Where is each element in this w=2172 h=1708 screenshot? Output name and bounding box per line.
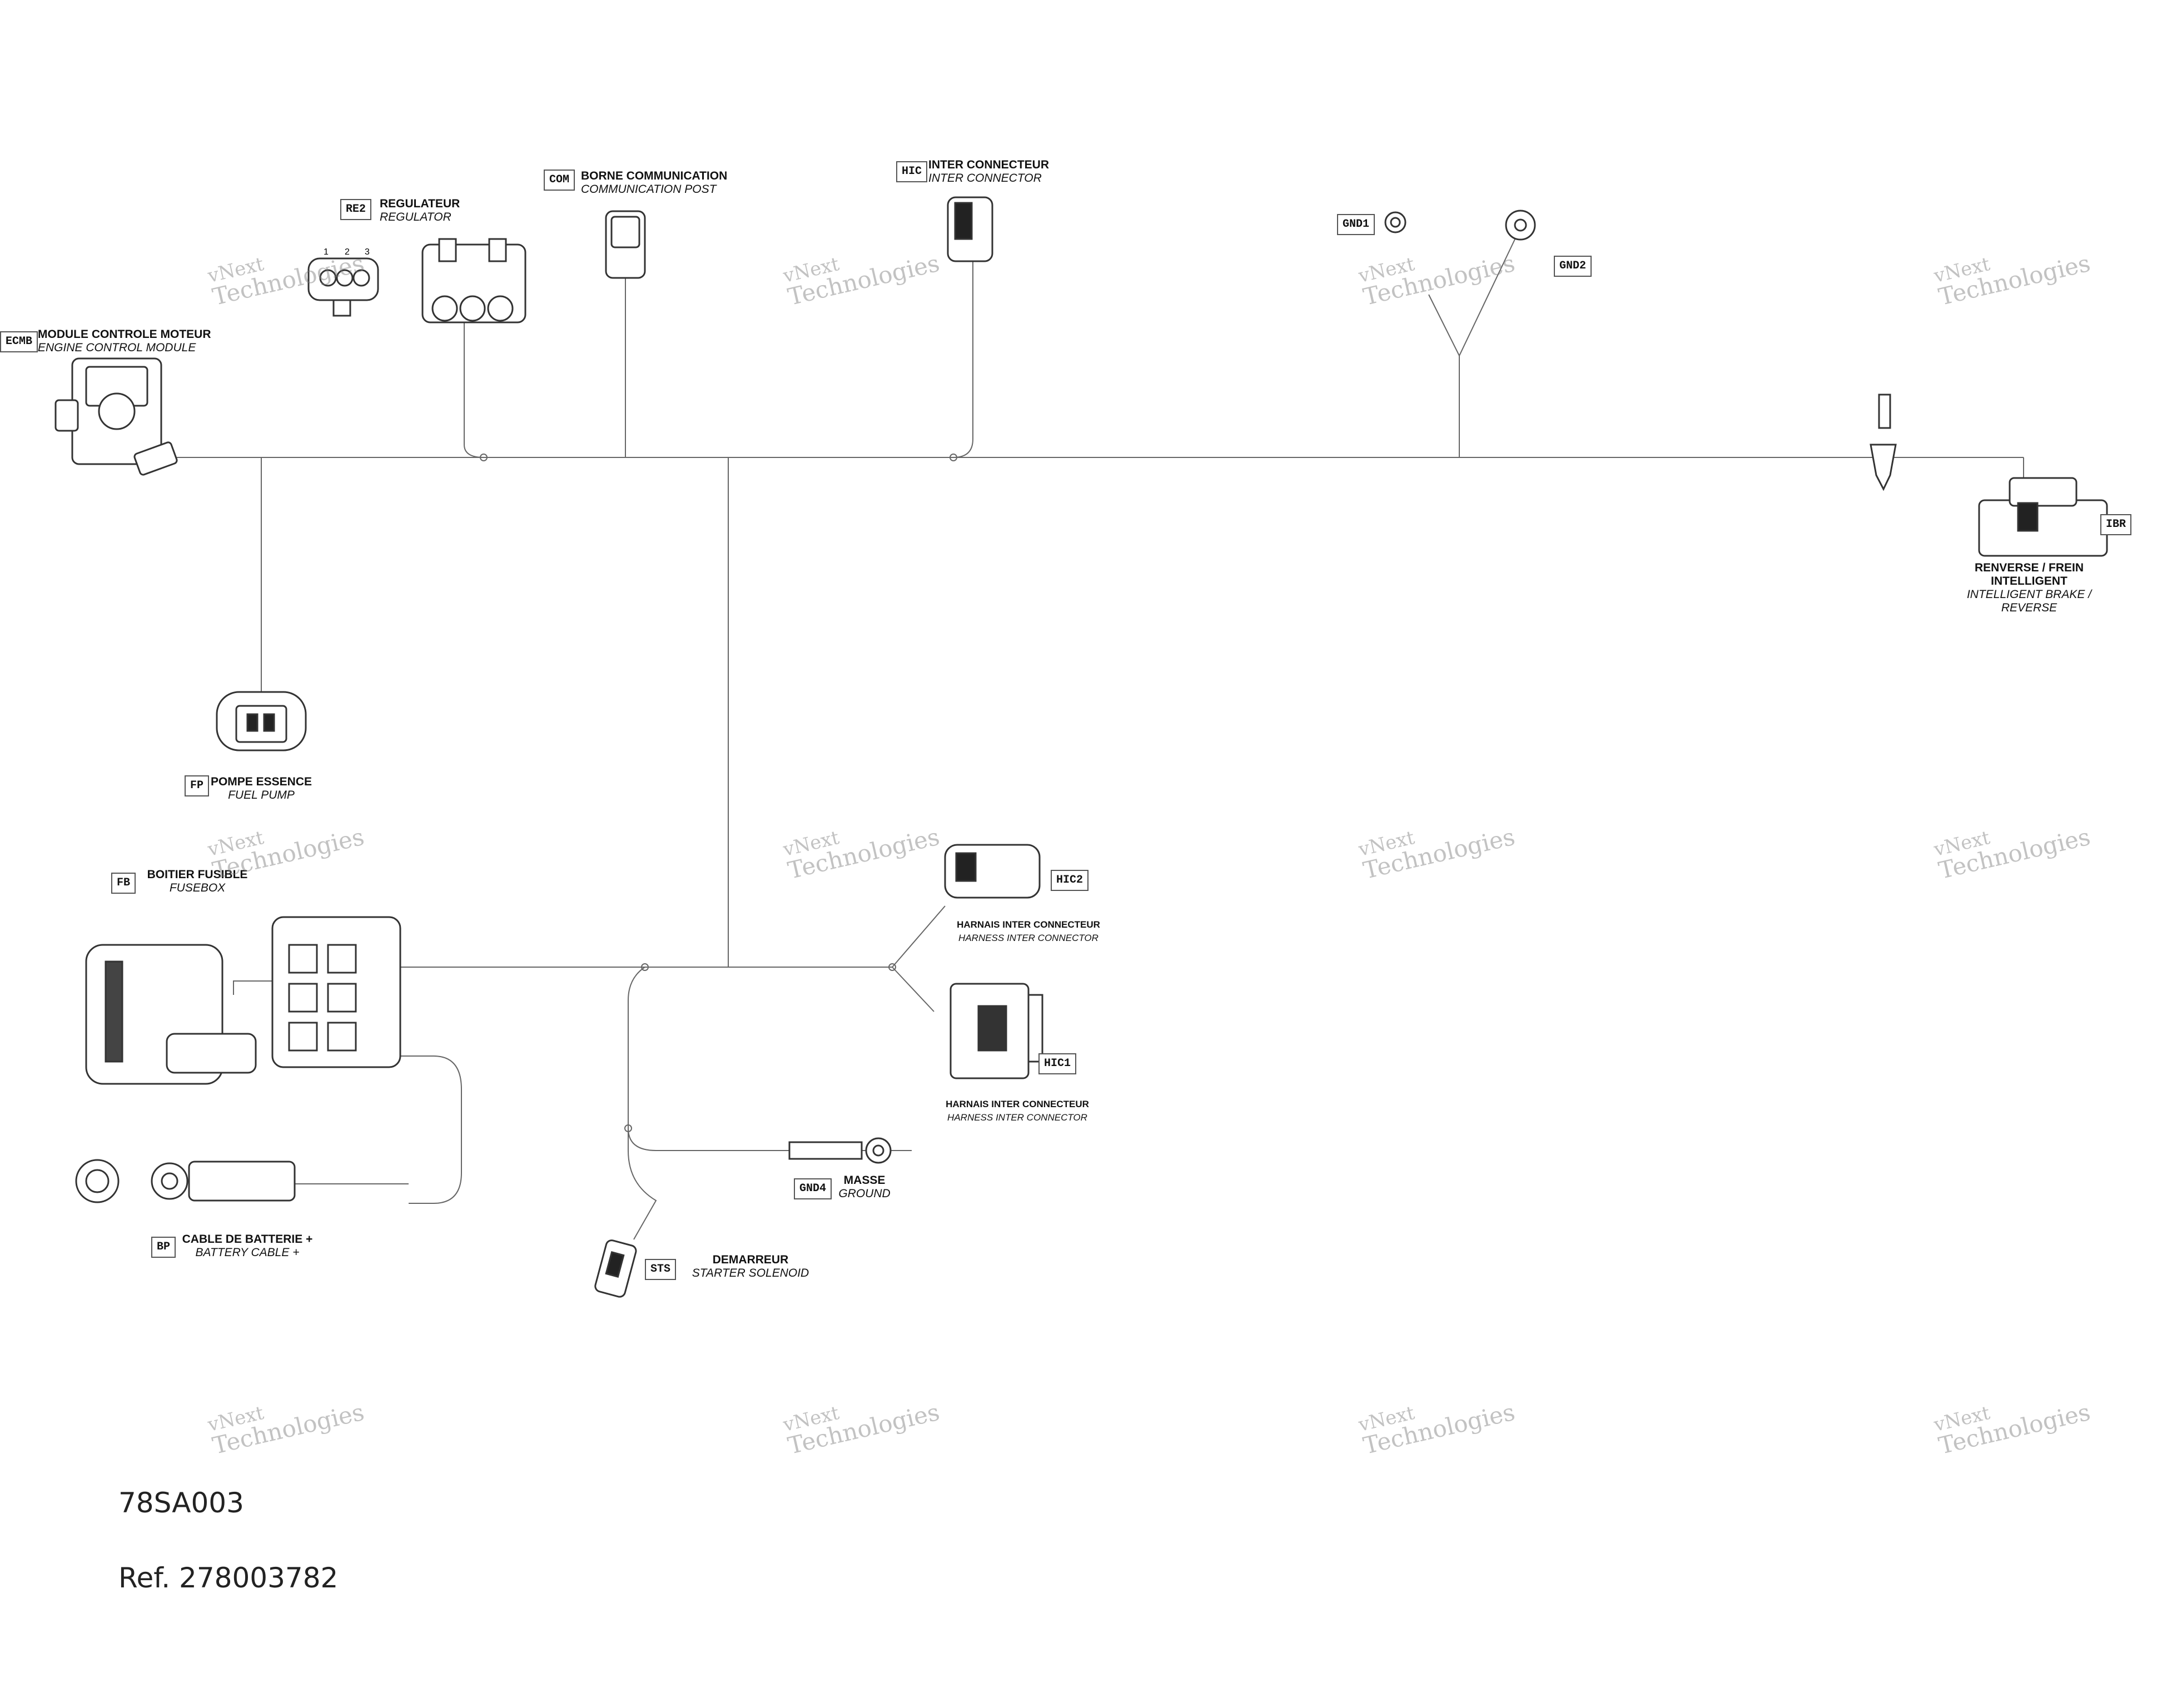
re2-pin-1: 1 bbox=[324, 247, 329, 257]
re2-label-en: REGULATOR bbox=[380, 211, 451, 223]
starter-solenoid-drawing bbox=[594, 1239, 637, 1298]
fp-label-en: FUEL PUMP bbox=[228, 789, 295, 801]
hic2-label-en: HARNESS INTER CONNECTOR bbox=[958, 933, 1099, 943]
sts-label-fr: DEMARREUR bbox=[712, 1253, 789, 1266]
hic2-label: HARNAIS INTER CONNECTEUR HARNESS INTER C… bbox=[945, 918, 1112, 945]
reference-number: Ref. 278003782 bbox=[118, 1562, 339, 1594]
ground-4-drawing bbox=[788, 1137, 892, 1164]
harness-inter-connector-2-drawing bbox=[944, 844, 1041, 899]
sts-label: DEMARREUR STARTER SOLENOID bbox=[684, 1253, 817, 1280]
battery-cable-drawing bbox=[75, 1159, 296, 1203]
sts-label-en: STARTER SOLENOID bbox=[692, 1267, 809, 1279]
diagram-id: 78SA003 bbox=[118, 1487, 244, 1519]
re2-label: REGULATEUR REGULATOR bbox=[380, 197, 460, 224]
gnd4-label-en: GROUND bbox=[838, 1187, 891, 1200]
engine-control-module-drawing bbox=[54, 357, 178, 476]
com-label: BORNE COMMUNICATION COMMUNICATION POST bbox=[581, 170, 727, 196]
bp-label-en: BATTERY CABLE + bbox=[195, 1246, 300, 1259]
hic1-label-en: HARNESS INTER CONNECTOR bbox=[947, 1112, 1087, 1123]
regulator-drawing bbox=[307, 238, 526, 323]
hic2-label-fr: HARNAIS INTER CONNECTEUR bbox=[957, 919, 1100, 930]
com-code: COM bbox=[544, 170, 575, 191]
ground-rings-drawing bbox=[1384, 210, 1536, 241]
fb-label-fr: BOITIER FUSIBLE bbox=[147, 868, 248, 881]
gnd4-code: GND4 bbox=[794, 1178, 832, 1199]
hic-label-fr: INTER CONNECTEUR bbox=[928, 158, 1050, 171]
ecmb-label-fr: MODULE CONTROLE MOTEUR bbox=[38, 328, 211, 341]
hic-label: INTER CONNECTEUR INTER CONNECTOR bbox=[928, 158, 1049, 185]
hic-code: HIC bbox=[896, 161, 928, 182]
re2-pin-3: 3 bbox=[365, 247, 370, 257]
communication-post-drawing bbox=[605, 210, 646, 279]
hic1-label-fr: HARNAIS INTER CONNECTEUR bbox=[946, 1099, 1089, 1109]
gnd4-label-fr: MASSE bbox=[843, 1174, 886, 1187]
harness-inter-connector-1-drawing bbox=[950, 983, 1043, 1079]
hic-label-en: INTER CONNECTOR bbox=[928, 172, 1042, 185]
fp-label: POMPE ESSENCE FUEL PUMP bbox=[206, 775, 317, 802]
re2-label-fr: REGULATEUR bbox=[380, 197, 460, 210]
re2-pin-2: 2 bbox=[345, 247, 350, 257]
inter-connector-drawing bbox=[947, 196, 993, 262]
ibr-label-en: INTELLIGENT BRAKE / REVERSE bbox=[1966, 588, 2092, 614]
sts-code: STS bbox=[645, 1259, 677, 1280]
bp-label: CABLE DE BATTERIE + BATTERY CABLE + bbox=[178, 1233, 317, 1259]
fp-label-fr: POMPE ESSENCE bbox=[210, 775, 312, 788]
ecmb-label-en: ENGINE CONTROL MODULE bbox=[38, 341, 196, 354]
com-label-fr: BORNE COMMUNICATION bbox=[581, 170, 728, 182]
fb-label: BOITIER FUSIBLE FUSEBOX bbox=[139, 868, 256, 895]
hic1-label: HARNAIS INTER CONNECTEUR HARNESS INTER C… bbox=[934, 1098, 1101, 1124]
com-label-en: COMMUNICATION POST bbox=[581, 183, 717, 196]
gnd1-code: GND1 bbox=[1337, 214, 1375, 235]
ecmb-code: ECMB bbox=[0, 331, 38, 352]
bp-label-fr: CABLE DE BATTERIE + bbox=[182, 1233, 313, 1246]
fusebox-drawing bbox=[85, 916, 401, 1085]
fb-label-en: FUSEBOX bbox=[169, 882, 226, 894]
fuel-pump-drawing bbox=[216, 691, 307, 751]
fb-code: FB bbox=[111, 873, 136, 894]
ibr-label: RENVERSE / FREIN INTELLIGENT INTELLIGENT… bbox=[1946, 561, 2113, 615]
fp-code: FP bbox=[185, 775, 210, 796]
ibr-code: IBR bbox=[2100, 514, 2132, 535]
ecmb-label: MODULE CONTROLE MOTEUR ENGINE CONTROL MO… bbox=[38, 328, 211, 355]
ibr-label-fr: RENVERSE / FREIN INTELLIGENT bbox=[1974, 561, 2084, 587]
hic1-code: HIC1 bbox=[1038, 1053, 1077, 1074]
re2-code: RE2 bbox=[340, 199, 372, 220]
hic2-code: HIC2 bbox=[1051, 870, 1089, 891]
gnd4-label: MASSE GROUND bbox=[834, 1174, 895, 1201]
gnd2-code: GND2 bbox=[1554, 256, 1592, 277]
intelligent-brake-drawing bbox=[1870, 394, 2108, 557]
bp-code: BP bbox=[151, 1237, 176, 1258]
